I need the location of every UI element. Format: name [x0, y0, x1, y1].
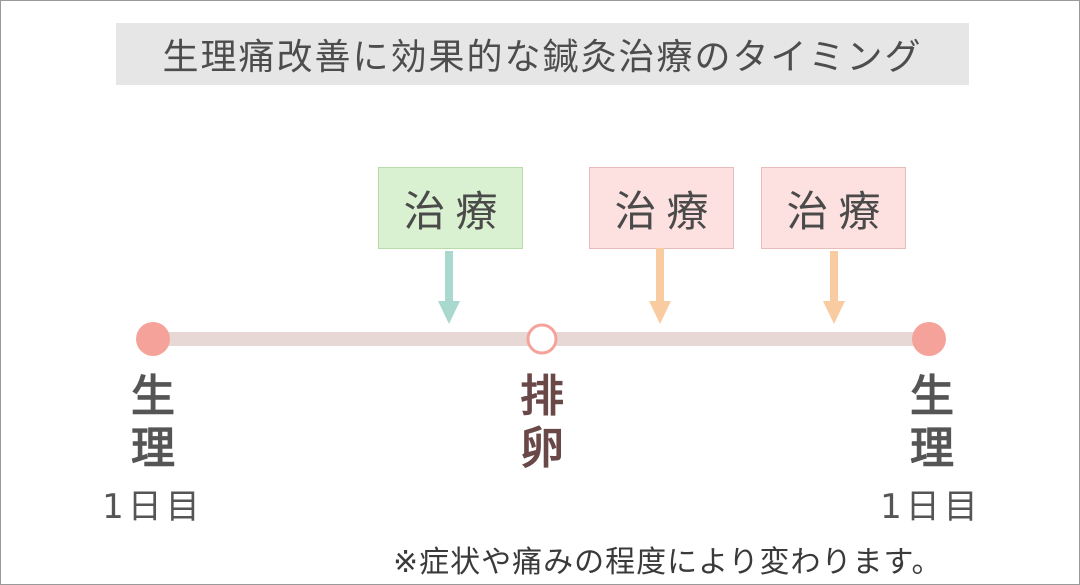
- period-start-char-2: 理: [131, 423, 175, 474]
- arrow-down-1: [438, 251, 460, 324]
- period-start-marker: [136, 322, 170, 356]
- treatment-label-1: 治療: [403, 186, 508, 236]
- arrow-down-2: [649, 248, 671, 324]
- ovulation-marker: [526, 323, 558, 355]
- period-start-label: 生 理: [113, 371, 193, 475]
- ovulation-label: 排 卵: [502, 371, 582, 475]
- treatment-box-3: 治療: [761, 167, 906, 249]
- footnote: ※症状や痛みの程度により変わります。: [393, 545, 943, 580]
- period-end-label: 生 理: [892, 371, 972, 475]
- treatment-box-1: 治療: [378, 167, 523, 249]
- treatment-label-2: 治療: [614, 186, 719, 236]
- period-end-marker: [912, 322, 946, 356]
- title-box: 生理痛改善に効果的な鍼灸治療のタイミング: [116, 23, 969, 85]
- ovulation-char-1: 排: [520, 371, 564, 422]
- period-end-char-2: 理: [910, 423, 954, 474]
- period-end-char-1: 生: [910, 371, 954, 422]
- period-end-day: 1日目: [880, 487, 982, 527]
- period-start-day: 1日目: [102, 487, 204, 527]
- treatment-box-2: 治療: [589, 167, 734, 249]
- ovulation-char-2: 卵: [520, 423, 564, 474]
- arrow-down-3: [823, 251, 845, 324]
- period-start-char-1: 生: [131, 371, 175, 422]
- page-title: 生理痛改善に効果的な鍼灸治療のタイミング: [162, 37, 923, 78]
- treatment-label-3: 治療: [786, 186, 891, 236]
